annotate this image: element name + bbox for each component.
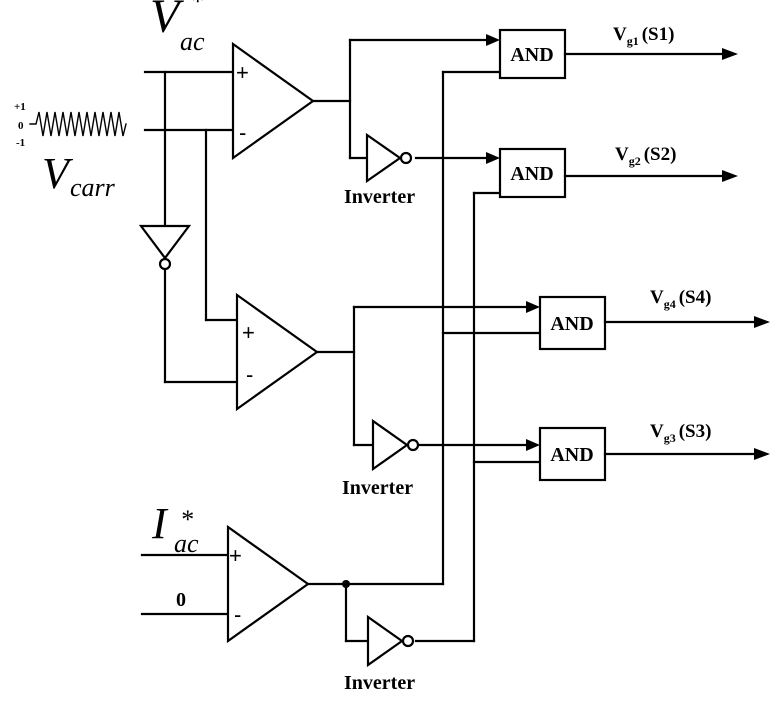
- output-label-s2: Vg2(S2): [615, 144, 676, 168]
- carrier-wave-label: +1 0 -1 V carr: [14, 101, 127, 202]
- comparator-voltage-bottom: + -: [235, 292, 319, 412]
- svg-text:ac: ac: [180, 27, 205, 56]
- svg-text:+1: +1: [14, 101, 26, 113]
- svg-text:ac: ac: [174, 529, 199, 558]
- and-gate-s4: AND Vg4(S4): [538, 287, 770, 351]
- carrier-triangle-wave: [29, 111, 127, 137]
- svg-text:AND: AND: [550, 444, 593, 466]
- svg-text:*: *: [180, 505, 193, 534]
- comparator2-output-wires: [315, 305, 532, 447]
- inverter-2: Inverter: [342, 418, 420, 499]
- inverter-vertical: [138, 224, 192, 271]
- output-label-s3: Vg3(S3): [650, 421, 711, 445]
- svg-text:AND: AND: [510, 44, 553, 66]
- svg-text:AND: AND: [510, 163, 553, 185]
- output-label-s1: Vg1(S1): [613, 24, 674, 48]
- output-label-s4: Vg4(S4): [650, 287, 711, 311]
- enable-wires: [306, 70, 542, 643]
- svg-text:I: I: [151, 499, 169, 548]
- and-gate-s2: AND Vg2(S2): [498, 144, 738, 199]
- svg-text:*: *: [190, 0, 203, 16]
- junction-dot: [342, 580, 350, 588]
- comparator-voltage-top: + -: [231, 41, 315, 161]
- svg-text:Inverter: Inverter: [344, 672, 415, 694]
- input-arrowheads: [486, 34, 540, 451]
- svg-text:AND: AND: [550, 313, 593, 335]
- svg-text:Inverter: Inverter: [344, 186, 415, 208]
- svg-text:+: +: [242, 320, 255, 345]
- svg-text:+: +: [229, 543, 242, 568]
- svg-text:-1: -1: [16, 137, 25, 149]
- svg-text:V: V: [42, 149, 74, 198]
- svg-text:V: V: [150, 0, 184, 43]
- svg-text:Inverter: Inverter: [342, 477, 413, 499]
- inverter-1: Inverter: [344, 132, 415, 208]
- svg-text:-: -: [239, 120, 246, 145]
- svg-text:-: -: [246, 362, 253, 387]
- svg-text:carr: carr: [70, 173, 116, 202]
- svg-text:+: +: [236, 60, 249, 85]
- and-gate-s1: AND Vg1(S1): [498, 24, 738, 80]
- and-gate-s3: AND Vg3(S3): [538, 421, 770, 482]
- inverter-3: Inverter: [344, 614, 415, 694]
- zero-input-label: 0: [176, 589, 186, 611]
- vac-ref-label: V * ac: [150, 0, 205, 56]
- svg-text:0: 0: [18, 120, 24, 132]
- comparator-current: + -: [226, 524, 310, 644]
- svg-text:-: -: [234, 602, 241, 627]
- comparator1-output-wires: [311, 38, 492, 160]
- current-comparator-input-wires: [140, 553, 230, 616]
- top-comparator-input-wires: [143, 70, 239, 384]
- iac-ref-label: I * ac: [151, 499, 199, 558]
